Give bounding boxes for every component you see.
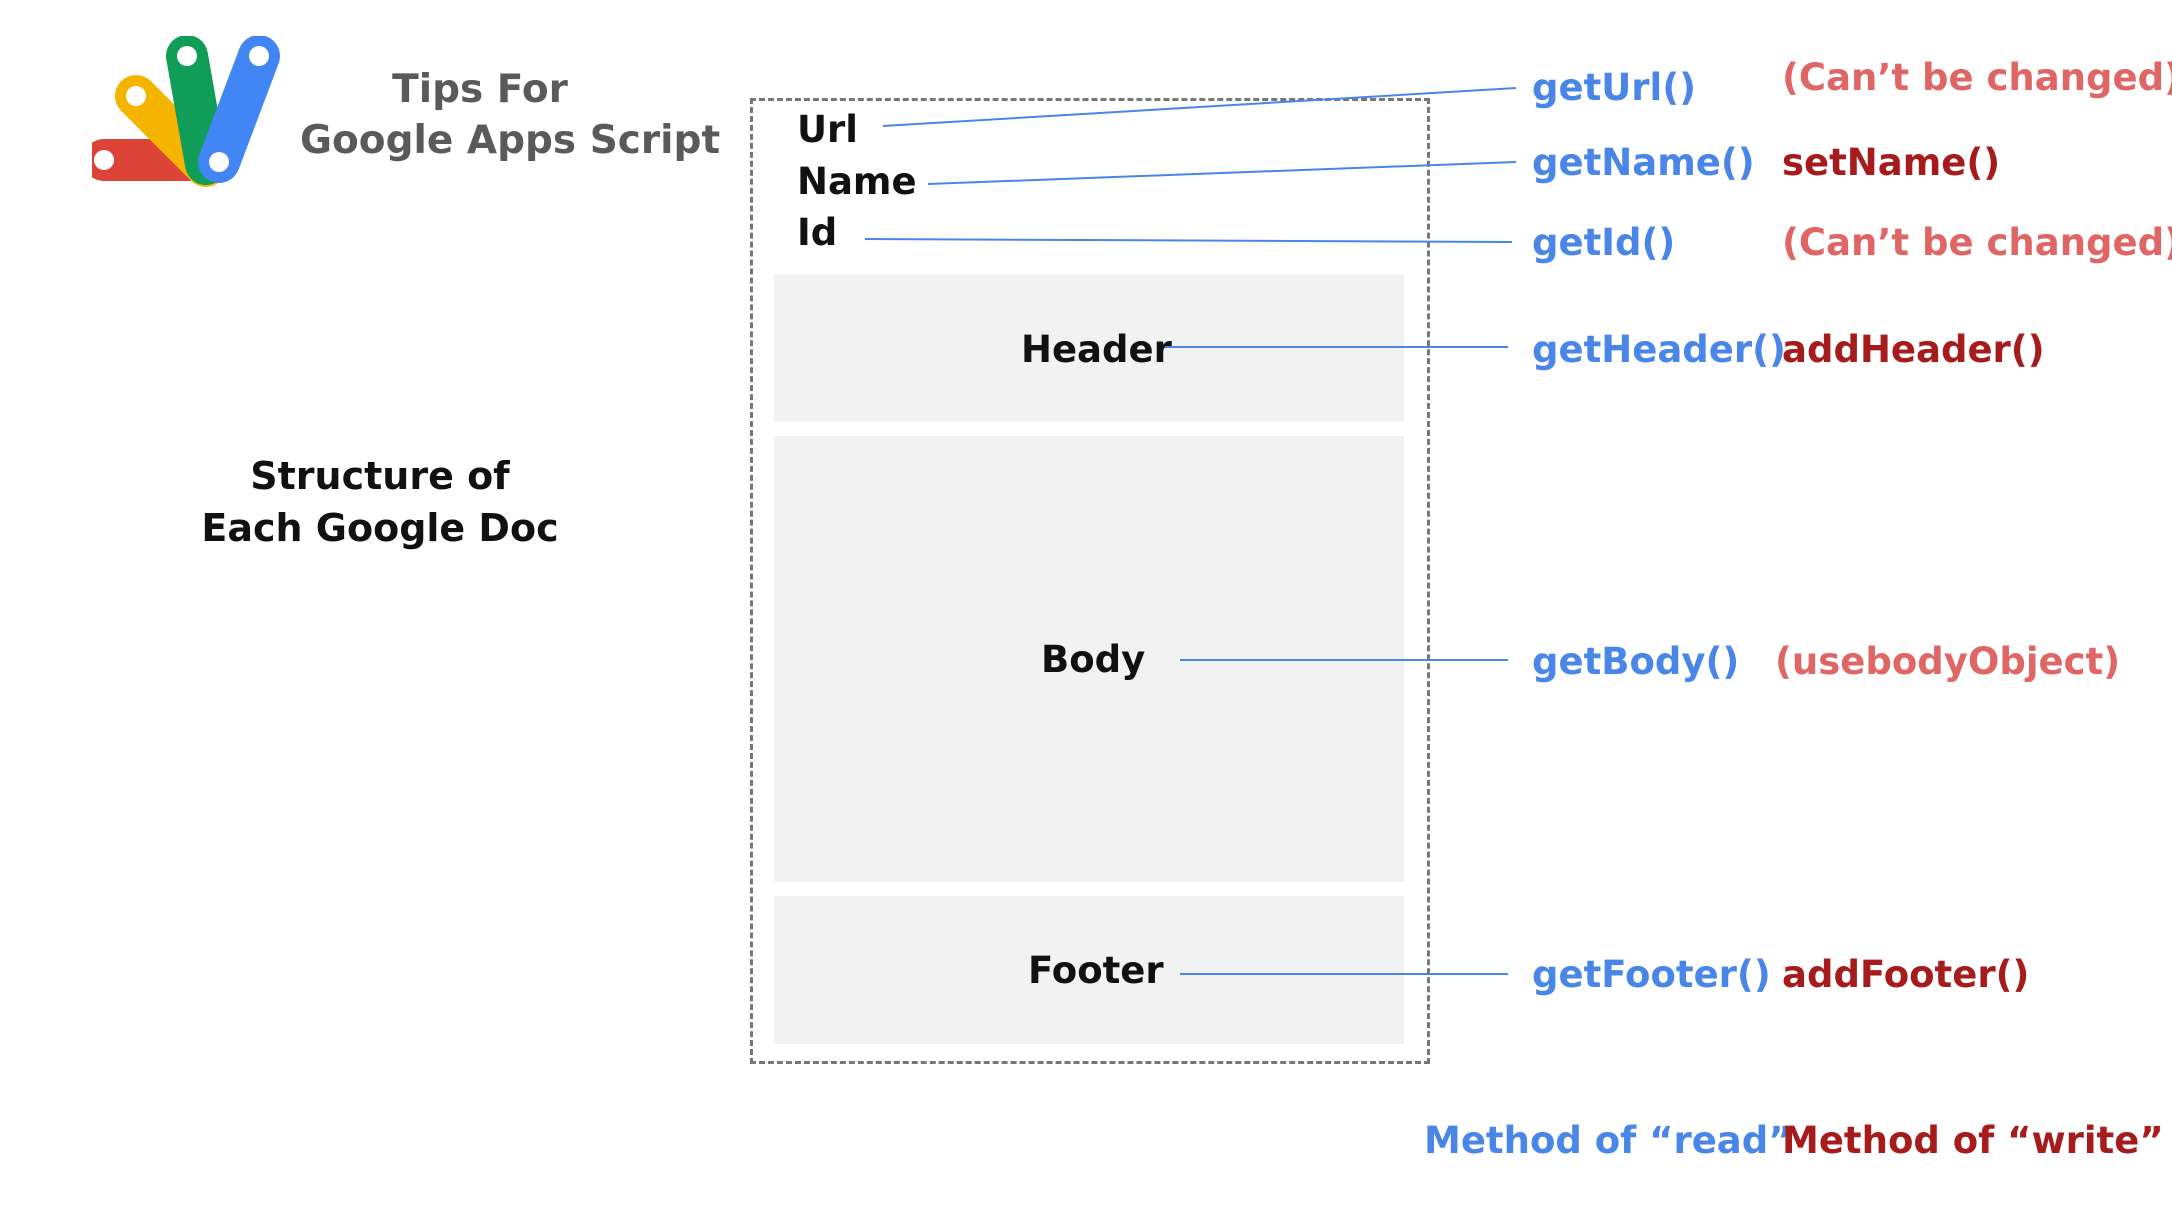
- legend-write-methods: Method of “write”: [1782, 1119, 2164, 1162]
- add-header-method: addHeader(): [1782, 328, 2045, 371]
- body-section-label: Body: [1041, 638, 1146, 681]
- header-section-label: Header: [1021, 328, 1172, 371]
- get-header-method: getHeader(): [1532, 328, 1786, 371]
- add-footer-method: addFooter(): [1782, 953, 2030, 996]
- set-name-method: setName(): [1782, 141, 2001, 184]
- footer-section: [774, 896, 1404, 1044]
- id-property-label: Id: [797, 211, 838, 254]
- name-property-label: Name: [797, 160, 917, 203]
- url-unchangeable-note: (Can’t be changed): [1782, 56, 2172, 99]
- google-apps-script-logo: [92, 36, 280, 187]
- structure-title-line-1: Structure of: [250, 454, 510, 498]
- structure-title-line-2: Each Google Doc: [201, 506, 559, 550]
- get-body-method: getBody(): [1532, 640, 1740, 683]
- get-name-method: getName(): [1532, 141, 1755, 184]
- get-url-method: getUrl(): [1532, 66, 1697, 109]
- id-unchangeable-note: (Can’t be changed): [1782, 221, 2172, 264]
- footer-section-label: Footer: [1028, 949, 1164, 992]
- header-section: [774, 274, 1404, 422]
- get-id-method: getId(): [1532, 221, 1676, 264]
- brand-line-2: Google Apps Script: [300, 118, 721, 163]
- logo-blue-stick: [198, 36, 280, 183]
- body-object-note: (usebodyObject): [1775, 640, 2121, 683]
- url-property-label: Url: [797, 108, 858, 151]
- legend-read-methods: Method of “read”: [1424, 1119, 1793, 1162]
- brand-line-1: Tips For: [392, 67, 568, 112]
- get-footer-method: getFooter(): [1532, 953, 1771, 996]
